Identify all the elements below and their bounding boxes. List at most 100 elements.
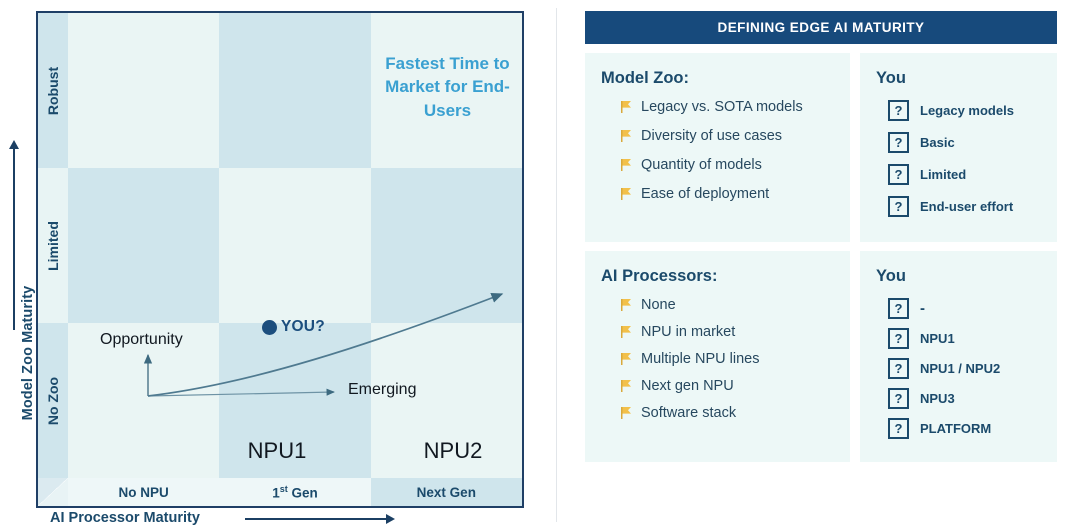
list-item: Quantity of models	[621, 157, 836, 173]
list-item-label: Legacy vs. SOTA models	[641, 99, 803, 115]
list-item-label: NPU3	[920, 391, 955, 406]
question-box-icon[interactable]: ?	[888, 388, 909, 409]
question-box-icon[interactable]: ?	[888, 100, 909, 121]
y-axis-title: Model Zoo Maturity	[20, 285, 36, 421]
ai-processors-you-title: You	[876, 267, 906, 285]
list-item: ? NPU1 / NPU2	[888, 358, 1043, 379]
ai-processors-list: None NPU in market Multiple NPU lines Ne…	[601, 297, 836, 421]
list-item: Software stack	[621, 405, 836, 421]
list-item: Ease of deployment	[621, 186, 836, 202]
question-box-icon[interactable]: ?	[888, 164, 909, 185]
ai-processors-you-list: ? - ? NPU1 ? NPU1 / NPU2 ? NPU3	[876, 298, 1043, 439]
list-item: Multiple NPU lines	[621, 351, 836, 367]
list-item: None	[621, 297, 836, 313]
x-level-next-gen: Next Gen	[370, 478, 522, 506]
x-level-first-gen-label: 1st Gen	[272, 483, 318, 501]
y-axis-level-strip: Robust Limited No Zoo	[38, 13, 68, 506]
matrix-cell-r2c3	[370, 168, 522, 323]
list-item: Legacy vs. SOTA models	[621, 99, 836, 115]
panel-divider	[556, 8, 557, 522]
list-item: ? -	[888, 298, 1043, 319]
x-level-first-gen: 1st Gen	[219, 478, 371, 506]
model-zoo-you-card: You ? Legacy models ? Basic ? Limited	[860, 53, 1057, 242]
model-zoo-card: Model Zoo: Legacy vs. SOTA models Divers…	[585, 53, 850, 242]
quadrant-label-npu1: NPU1	[247, 438, 307, 463]
emerging-axis-label: Emerging	[348, 381, 417, 398]
list-item: ? NPU3	[888, 388, 1043, 409]
matrix-cell-r2c2	[219, 168, 371, 323]
list-item-label: Multiple NPU lines	[641, 351, 760, 367]
flag-bullet-icon	[621, 353, 631, 365]
flag-bullet-icon	[621, 130, 631, 142]
x-level-no-npu: No NPU	[68, 478, 220, 506]
list-item: ? PLATFORM	[888, 418, 1043, 439]
question-box-icon[interactable]: ?	[888, 418, 909, 439]
info-panel: DEFINING EDGE AI MATURITY Model Zoo: Leg…	[585, 11, 1057, 511]
list-item-label: Ease of deployment	[641, 186, 770, 202]
list-item: Next gen NPU	[621, 378, 836, 394]
info-header-title: DEFINING EDGE AI MATURITY	[717, 20, 925, 35]
flag-bullet-icon	[621, 299, 631, 311]
question-box-icon[interactable]: ?	[888, 196, 909, 217]
list-item-label: Diversity of use cases	[641, 128, 783, 144]
info-section-model-zoo: Model Zoo: Legacy vs. SOTA models Divers…	[585, 53, 1057, 242]
ai-processors-you-card: You ? - ? NPU1 ? NPU1 / NPU2 ?	[860, 251, 1057, 462]
question-box-icon[interactable]: ?	[888, 298, 909, 319]
flag-bullet-icon	[621, 101, 631, 113]
flag-bullet-icon	[621, 380, 631, 392]
model-zoo-list: Legacy vs. SOTA models Diversity of use …	[601, 99, 836, 202]
list-item: ? Limited	[888, 164, 1043, 185]
y-level-robust-label: Robust	[45, 66, 61, 115]
y-level-nozoo: No Zoo	[38, 323, 68, 478]
matrix-cell-r1c3	[370, 13, 522, 168]
list-item-label: Legacy models	[920, 103, 1014, 118]
maturity-matrix-panel: Model Zoo Maturity Robust Limited No Zoo	[9, 11, 524, 526]
model-zoo-title: Model Zoo:	[601, 69, 689, 87]
matrix-cell-r1c2	[219, 13, 371, 168]
list-item-label: Next gen NPU	[641, 378, 734, 394]
info-section-ai-processors: AI Processors: None NPU in market Multip…	[585, 251, 1057, 462]
list-item-label: Basic	[920, 135, 955, 150]
y-level-limited-label: Limited	[45, 220, 61, 271]
x-axis-level-strip: No NPU 1st Gen Next Gen	[68, 478, 522, 506]
question-box-icon[interactable]: ?	[888, 358, 909, 379]
x-level-no-npu-label: No NPU	[118, 484, 169, 500]
ai-processors-card: AI Processors: None NPU in market Multip…	[585, 251, 850, 462]
y-level-nozoo-label: No Zoo	[45, 376, 61, 425]
model-zoo-you-title: You	[876, 69, 906, 87]
x-level-next-gen-label: Next Gen	[416, 484, 476, 500]
list-item-label: None	[641, 297, 676, 313]
fastest-time-to-market-callout: Fastest Time to Market for End-Users	[385, 54, 510, 120]
quadrant-label-npu2: NPU2	[423, 438, 483, 463]
list-item: ? End-user effort	[888, 196, 1043, 217]
list-item: ? Legacy models	[888, 100, 1043, 121]
opportunity-axis-label: Opportunity	[100, 331, 183, 348]
axis-corner-joint	[38, 478, 68, 506]
matrix-cell-r1c1	[68, 13, 220, 168]
you-position-marker: YOU?	[262, 318, 325, 336]
question-box-icon[interactable]: ?	[888, 328, 909, 349]
you-marker-label: YOU?	[281, 318, 325, 335]
flag-bullet-icon	[621, 326, 631, 338]
flag-bullet-icon	[621, 159, 631, 171]
y-level-robust: Robust	[38, 13, 68, 168]
model-zoo-you-list: ? Legacy models ? Basic ? Limited ? End-…	[876, 100, 1043, 217]
x-axis-title: AI Processor Maturity	[50, 510, 200, 526]
matrix-cell-r2c1	[68, 168, 220, 323]
list-item: ? Basic	[888, 132, 1043, 153]
list-item-label: Limited	[920, 167, 967, 182]
flag-bullet-icon	[621, 407, 631, 419]
list-item-label: Quantity of models	[641, 157, 762, 173]
list-item-label: Software stack	[641, 405, 737, 421]
info-header: DEFINING EDGE AI MATURITY	[585, 11, 1057, 44]
matrix-grid	[68, 13, 522, 478]
y-axis-arrow-icon	[9, 140, 19, 330]
matrix-frame: Robust Limited No Zoo	[36, 11, 524, 508]
list-item-label: PLATFORM	[920, 421, 992, 436]
you-dot-icon	[262, 319, 277, 335]
list-item: Diversity of use cases	[621, 128, 836, 144]
list-item: ? NPU1	[888, 328, 1043, 349]
question-box-icon[interactable]: ?	[888, 132, 909, 153]
x-axis-arrow-icon	[245, 514, 395, 524]
